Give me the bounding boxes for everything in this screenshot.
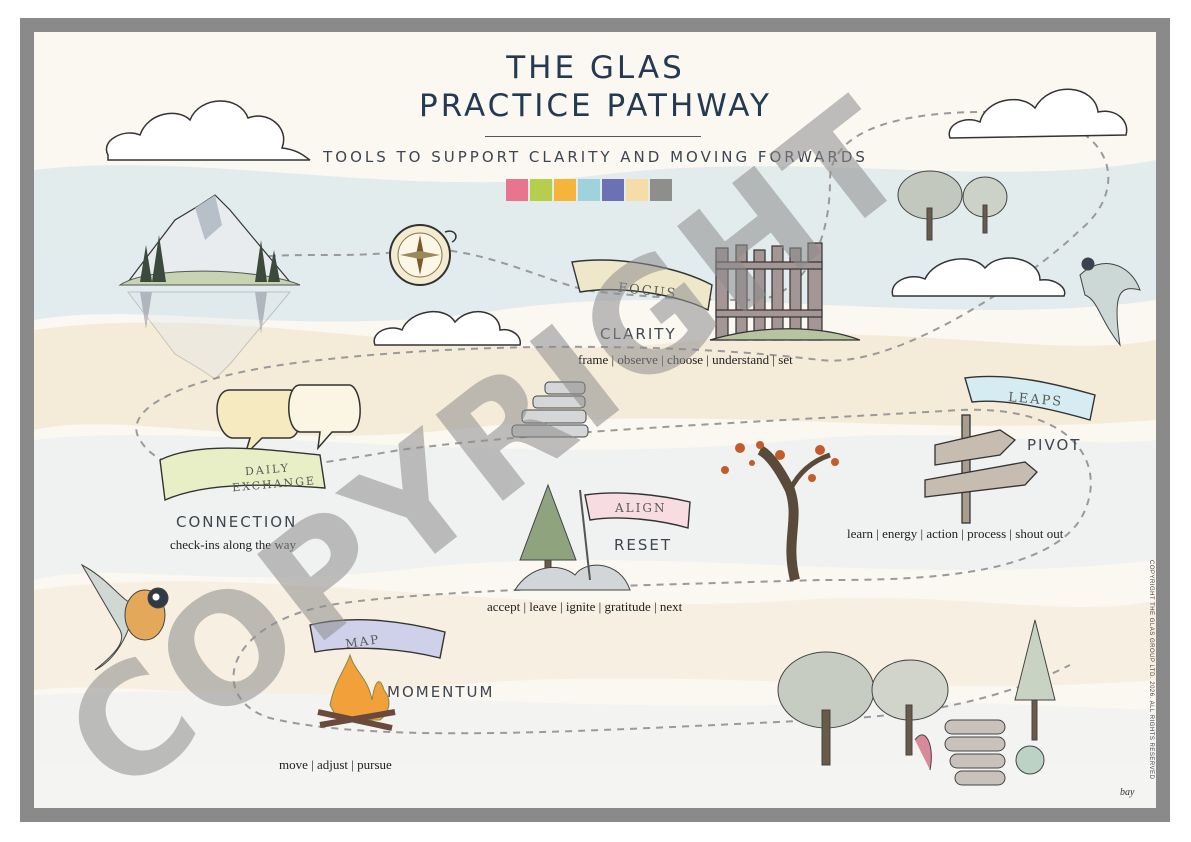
stone-steps-icon [511,381,589,438]
title-divider [485,136,701,137]
cloud-icon [105,100,311,161]
tools-clarity: frame | observe | choose | understand | … [578,352,793,367]
autumn-tree-icon [721,441,839,582]
heading-connection: CONNECTION [176,513,298,531]
heading-clarity: CLARITY [600,325,677,343]
ribbon-align-label: ALIGN [614,501,666,515]
color-swatches [506,179,672,201]
color-swatch-5 [602,179,624,201]
ribbon-map: MAP [309,619,446,659]
tools-connection: check-ins along the way [170,537,296,552]
heading-pivot: PIVOT [1027,436,1082,454]
bird-icon [80,563,169,671]
pine-tree-icon [514,483,631,591]
color-swatch-4 [578,179,600,201]
campfire-icon [317,653,396,731]
ribbon-leaps: LEAPS [964,375,1096,421]
ribbon-daily-label: DAILY [245,461,291,478]
ribbon-focus: FOCUS [571,259,713,312]
ribbon-map-label: MAP [344,632,381,651]
color-swatch-6 [626,179,648,201]
ribbon-daily-exchange: DAILY EXCHANGE [159,447,326,502]
tools-pivot: learn | energy | action | process | shou… [847,526,1064,541]
color-swatch-3 [554,179,576,201]
artist-signature: bay [1120,787,1135,798]
subtitle: TOOLS TO SUPPORT CLARITY AND MOVING FORW… [323,148,868,166]
bird-icon [1079,257,1141,347]
color-swatch-1 [506,179,528,201]
wood-pile-icon [914,719,1045,786]
ribbon-align: ALIGN [584,492,691,529]
color-swatch-2 [530,179,552,201]
heading-reset: RESET [614,536,673,554]
cloud-icon [948,88,1128,139]
ribbon-focus-label: FOCUS [617,281,678,302]
copyright-note: COPYRIGHT THE GLAS GROUP LTD. 2026. ALL … [1148,560,1154,780]
compass-icon [389,224,457,286]
tree-icon [897,170,1008,241]
mountain-island [118,194,301,380]
title-line-2: PRACTICE PATHWAY [419,88,772,124]
color-swatch-7 [650,179,672,201]
heading-momentum: MOMENTUM [387,683,495,701]
cloud-icon [373,311,521,346]
tree-icon [777,619,1056,766]
tools-reset: accept | leave | ignite | gratitude | ne… [487,599,683,614]
gate-icon [709,242,861,341]
signpost-icon [924,414,1038,524]
title-line-1: THE GLAS [506,50,685,86]
ribbon-leaps-label: LEAPS [1007,390,1063,410]
cloud-icon [891,257,1066,297]
tools-momentum: move | adjust | pursue [279,757,392,772]
